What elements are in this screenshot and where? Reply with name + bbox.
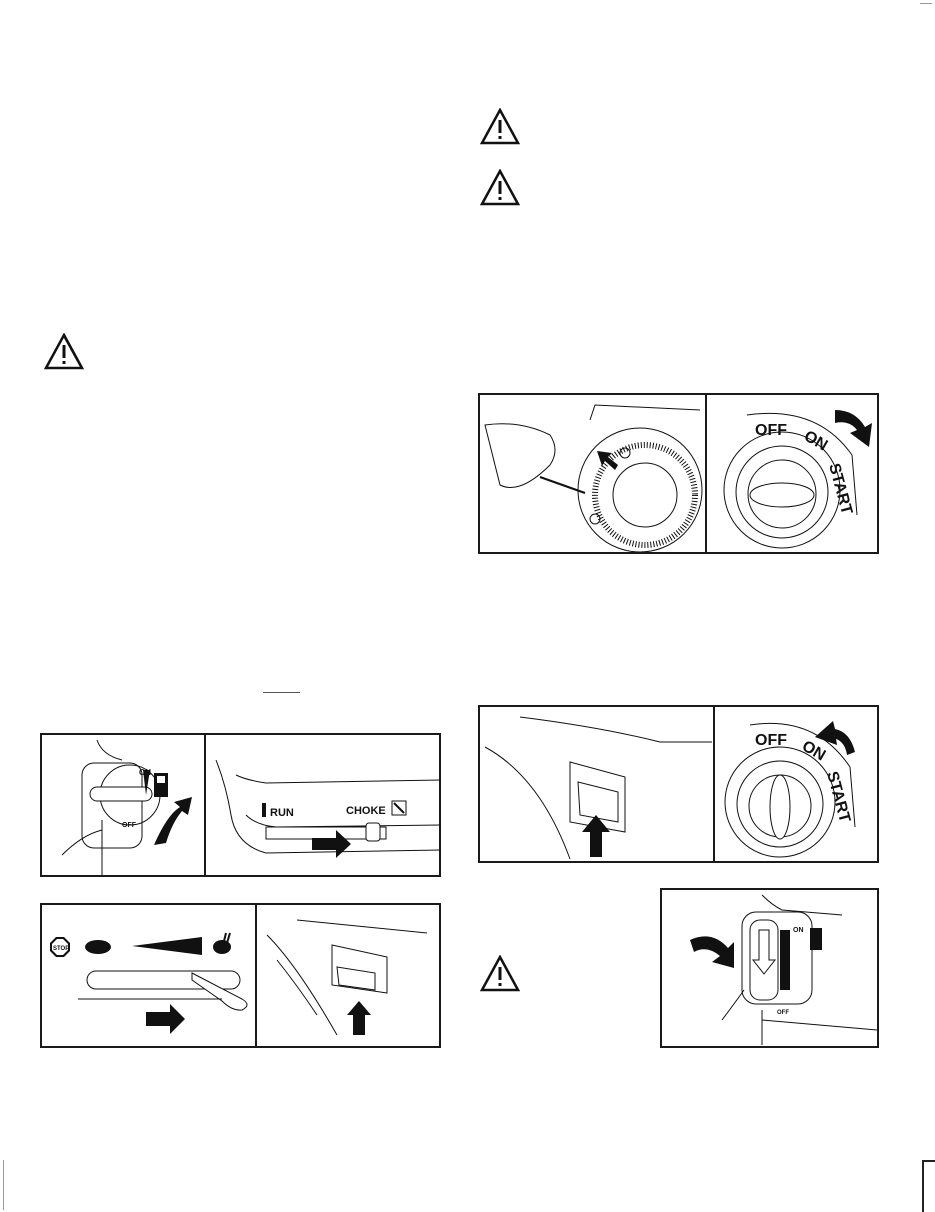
- stop-label: STOP: [53, 946, 69, 952]
- figure-fuel-valve-and-choke: ON OFF RUN CHOKE: [40, 733, 441, 877]
- switch-illustration: [266, 919, 428, 1036]
- figure-throttle-and-switch: STOP: [40, 903, 441, 1048]
- figure-divider: [255, 905, 257, 1046]
- key-switch-return-illustration: OFF ON START: [724, 721, 856, 858]
- crop-mark-top-right: [920, 0, 932, 4]
- turtle-slow-icon: [85, 940, 111, 954]
- right-arrow-icon: [146, 1004, 185, 1034]
- down-arrow-icon: [751, 929, 777, 975]
- curved-arrow-clockwise-icon: [835, 410, 872, 447]
- figure-recoil-and-key-start: OFF ON START: [478, 393, 879, 554]
- up-arrow-icon: [582, 815, 610, 857]
- throttle-illustration: STOP: [50, 932, 248, 1034]
- fuel-valve-on-illustration: ON OFF: [61, 739, 192, 875]
- choke-illustration: RUN CHOKE: [215, 759, 441, 858]
- on-label: ON: [793, 927, 804, 934]
- underline-rule: [263, 692, 300, 693]
- curved-arrow-counterclockwise-icon: [815, 721, 855, 755]
- switch-on-illustration: [484, 716, 712, 860]
- off-label: OFF: [777, 1010, 789, 1016]
- crop-mark-bottom-right: [922, 1160, 935, 1212]
- warning-triangle-icon: [480, 108, 520, 145]
- arrow-icon: [597, 451, 618, 470]
- up-arrow-icon: [347, 1001, 371, 1035]
- figure-divider: [713, 707, 715, 861]
- run-label: RUN: [270, 807, 294, 819]
- crop-mark-bottom-left: [0, 1160, 4, 1210]
- figure-divider: [204, 735, 206, 875]
- curved-arrow-icon: [154, 797, 192, 845]
- recoil-starter-illustration: [484, 404, 703, 552]
- on-label: ON: [139, 768, 151, 777]
- off-label: OFF: [755, 422, 787, 439]
- rabbit-fast-icon: [213, 940, 231, 954]
- figure-switch-and-key-return: OFF ON START: [478, 705, 879, 863]
- right-arrow-icon: [312, 830, 351, 858]
- key-switch-start-illustration: OFF ON START: [723, 410, 872, 549]
- off-label: OFF: [755, 732, 787, 749]
- choke-label: CHOKE: [346, 805, 386, 817]
- fuel-valve-off-illustration: ON OFF: [690, 894, 877, 1045]
- curved-arrow-clockwise-icon: [690, 936, 734, 968]
- warning-triangle-icon: [480, 169, 520, 206]
- figure-fuel-valve-off: ON OFF: [660, 888, 879, 1048]
- warning-triangle-icon: [480, 955, 520, 992]
- off-label: OFF: [122, 822, 137, 829]
- warning-triangle-icon: [44, 333, 84, 370]
- figure-divider: [705, 395, 707, 552]
